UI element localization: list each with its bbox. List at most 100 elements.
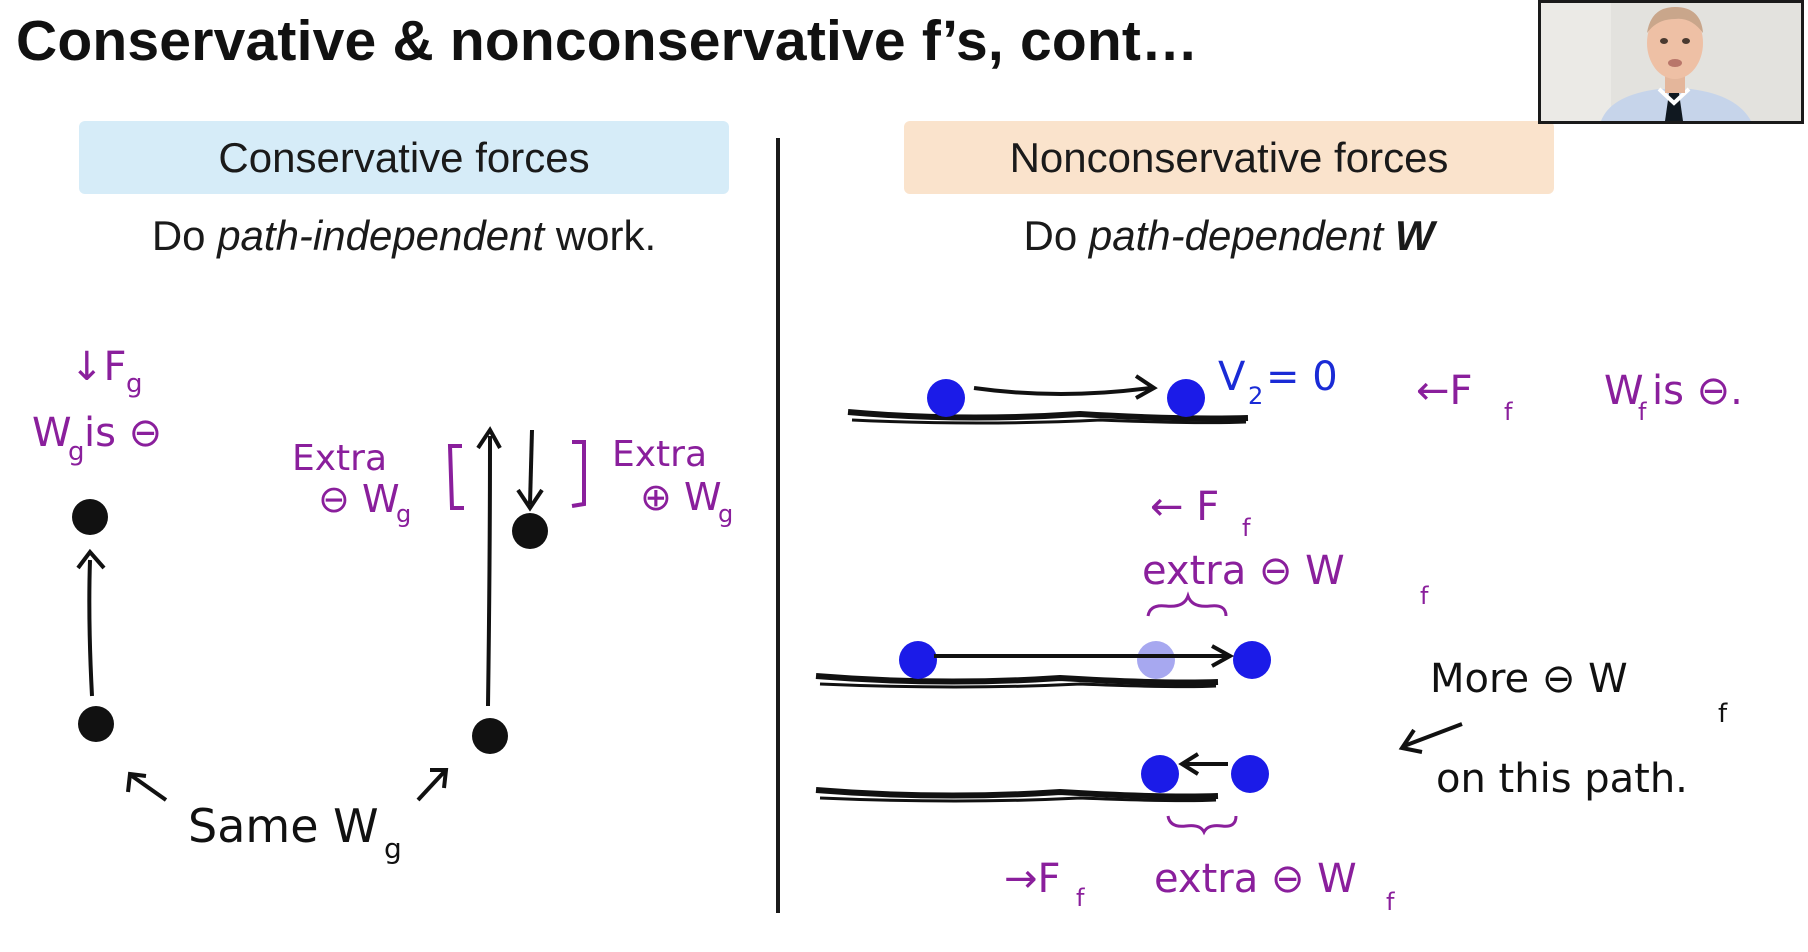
extra-right-sign: ⊕ [640, 475, 672, 519]
surface-row-2-hatch [819, 682, 1217, 689]
block-end-row-1 [1167, 379, 1205, 417]
right-sub-emphasis: path-dependent [1088, 212, 1395, 259]
block-end-row-3 [1231, 755, 1269, 793]
upward-arrowhead-left [76, 548, 106, 570]
fg-arrow-text: ↓F [70, 344, 127, 390]
ff-arrow-3: →F [1004, 856, 1061, 902]
wf-negative-w: W [1604, 368, 1644, 414]
surface-row-3-hatch [819, 796, 1217, 803]
right-bracket [571, 440, 586, 508]
conservative-forces-header: Conservative forces [79, 121, 729, 194]
ff-sub-2: f [1242, 514, 1251, 542]
more-neg-wf-sub: f [1718, 699, 1728, 729]
surface-row-3 [815, 787, 1219, 800]
same-wg-text: Same W [188, 799, 379, 853]
block-start-row-2 [899, 641, 937, 679]
more-wf-arrow [1403, 722, 1463, 748]
left-sub-emphasis: path-independent [217, 212, 545, 259]
ball-bottom-right [472, 718, 508, 754]
extra-negative-wf-label-2: extra ⊖ W f [1154, 856, 1395, 916]
ff-sub-1: f [1504, 398, 1513, 426]
gravity-force-label: ↓F g [70, 344, 143, 399]
surface-row-2 [815, 673, 1219, 686]
wf-negative-sub: f [1638, 398, 1647, 426]
brace-row-2 [1146, 591, 1228, 617]
motion-arrowhead-row-2 [1211, 644, 1235, 668]
same-wg-arrow-left [130, 774, 168, 802]
friction-force-label-3: →F f [1004, 856, 1085, 912]
block-end-row-2 [1233, 641, 1271, 679]
left-bracket [447, 444, 464, 510]
extra-neg-wf-2-sub: f [1386, 888, 1395, 916]
right-sub-bold-w: W [1394, 212, 1435, 259]
extra-left-w: W [362, 477, 400, 521]
panel-divider [776, 138, 780, 913]
motion-arrow-row-1 [973, 386, 1151, 396]
extra-left-w-sub: g [396, 500, 411, 528]
downward-arrowhead [516, 488, 544, 512]
more-neg-wf-text: More ⊖ W [1430, 656, 1628, 702]
more-negative-wf-label: More ⊖ W f [1430, 656, 1728, 729]
ff-arrow-1: ←F [1416, 368, 1473, 414]
wf-negative-rest: is ⊖. [1652, 368, 1743, 414]
extra-negative-wg-label: Extra ⊖ W g [292, 438, 411, 528]
ball-top-left [72, 499, 108, 535]
conservative-forces-header-label: Conservative forces [218, 133, 590, 181]
extra-positive-wg-label: Extra ⊕ W g [612, 434, 733, 528]
extra-right-w: W [684, 475, 722, 519]
presenter-illustration [1541, 3, 1801, 121]
v2-subscript: 2 [1248, 382, 1263, 410]
block-ghost-row-2 [1137, 641, 1175, 679]
extra-left-word: Extra [292, 438, 387, 479]
brace-row-3 [1166, 815, 1238, 836]
block-start-row-1 [927, 379, 965, 417]
extra-negative-wf-label-1: extra ⊖ W f [1142, 548, 1429, 610]
long-upward-path [486, 435, 492, 707]
motion-arrowhead-row-3 [1178, 752, 1200, 776]
same-wg-sub: g [384, 832, 402, 865]
ball-bottom-left [78, 706, 114, 742]
fg-subscript: g [126, 369, 143, 399]
block-return-row-3 [1141, 755, 1179, 793]
slide-title: Conservative & nonconservative f’s, cont… [16, 9, 1199, 73]
wg-negative-sub: g [68, 437, 85, 467]
extra-right-word: Extra [612, 434, 707, 475]
v2-letter: V [1218, 354, 1246, 400]
v2-zero-label: V 2 = 0 [1218, 354, 1338, 410]
friction-force-label-1: ←F f [1416, 368, 1513, 426]
left-sub-prefix: Do [151, 212, 218, 259]
same-wg-arrow-right [416, 770, 446, 802]
wg-negative-w: W [32, 410, 72, 456]
nonconservative-forces-description: Do path-dependent W [904, 212, 1554, 260]
presenter-webcam-video [1538, 0, 1804, 124]
more-wf-arrowhead [1398, 728, 1423, 754]
extra-neg-wf-1-sub: f [1420, 582, 1429, 610]
motion-arrowhead-row-1 [1134, 374, 1158, 400]
conservative-forces-description: Do path-independent work. [79, 212, 729, 260]
surface-row-1-hatch [851, 418, 1247, 425]
same-wg-arrowhead-left [126, 771, 147, 793]
ball-top-right [512, 513, 548, 549]
extra-neg-wf-2-text: extra ⊖ W [1154, 856, 1357, 902]
left-sub-suffix: work. [544, 212, 657, 259]
upward-path-left [87, 559, 94, 697]
wg-negative-rest: is ⊖ [84, 410, 162, 456]
on-this-path-text: on this path. [1436, 756, 1688, 802]
ff-sub-3: f [1076, 884, 1085, 912]
nonconservative-forces-header: Nonconservative forces [904, 121, 1554, 194]
wg-negative-label: W g is ⊖ [32, 410, 162, 467]
surface-row-1 [847, 409, 1249, 422]
v2-equals-zero: = 0 [1266, 354, 1338, 400]
wf-negative-label: W f is ⊖. [1604, 368, 1743, 426]
friction-force-label-2: ← F f [1150, 484, 1251, 542]
same-wg-arrowhead-right [430, 768, 449, 789]
extra-neg-wf-1-text: extra ⊖ W [1142, 548, 1345, 594]
ff-arrow-2: ← F [1150, 484, 1219, 530]
extra-left-sign: ⊖ [318, 477, 350, 521]
extra-right-w-sub: g [718, 500, 733, 528]
long-upward-arrowhead [476, 426, 502, 450]
nonconservative-forces-header-label: Nonconservative forces [1009, 133, 1449, 181]
downward-path [528, 429, 534, 505]
